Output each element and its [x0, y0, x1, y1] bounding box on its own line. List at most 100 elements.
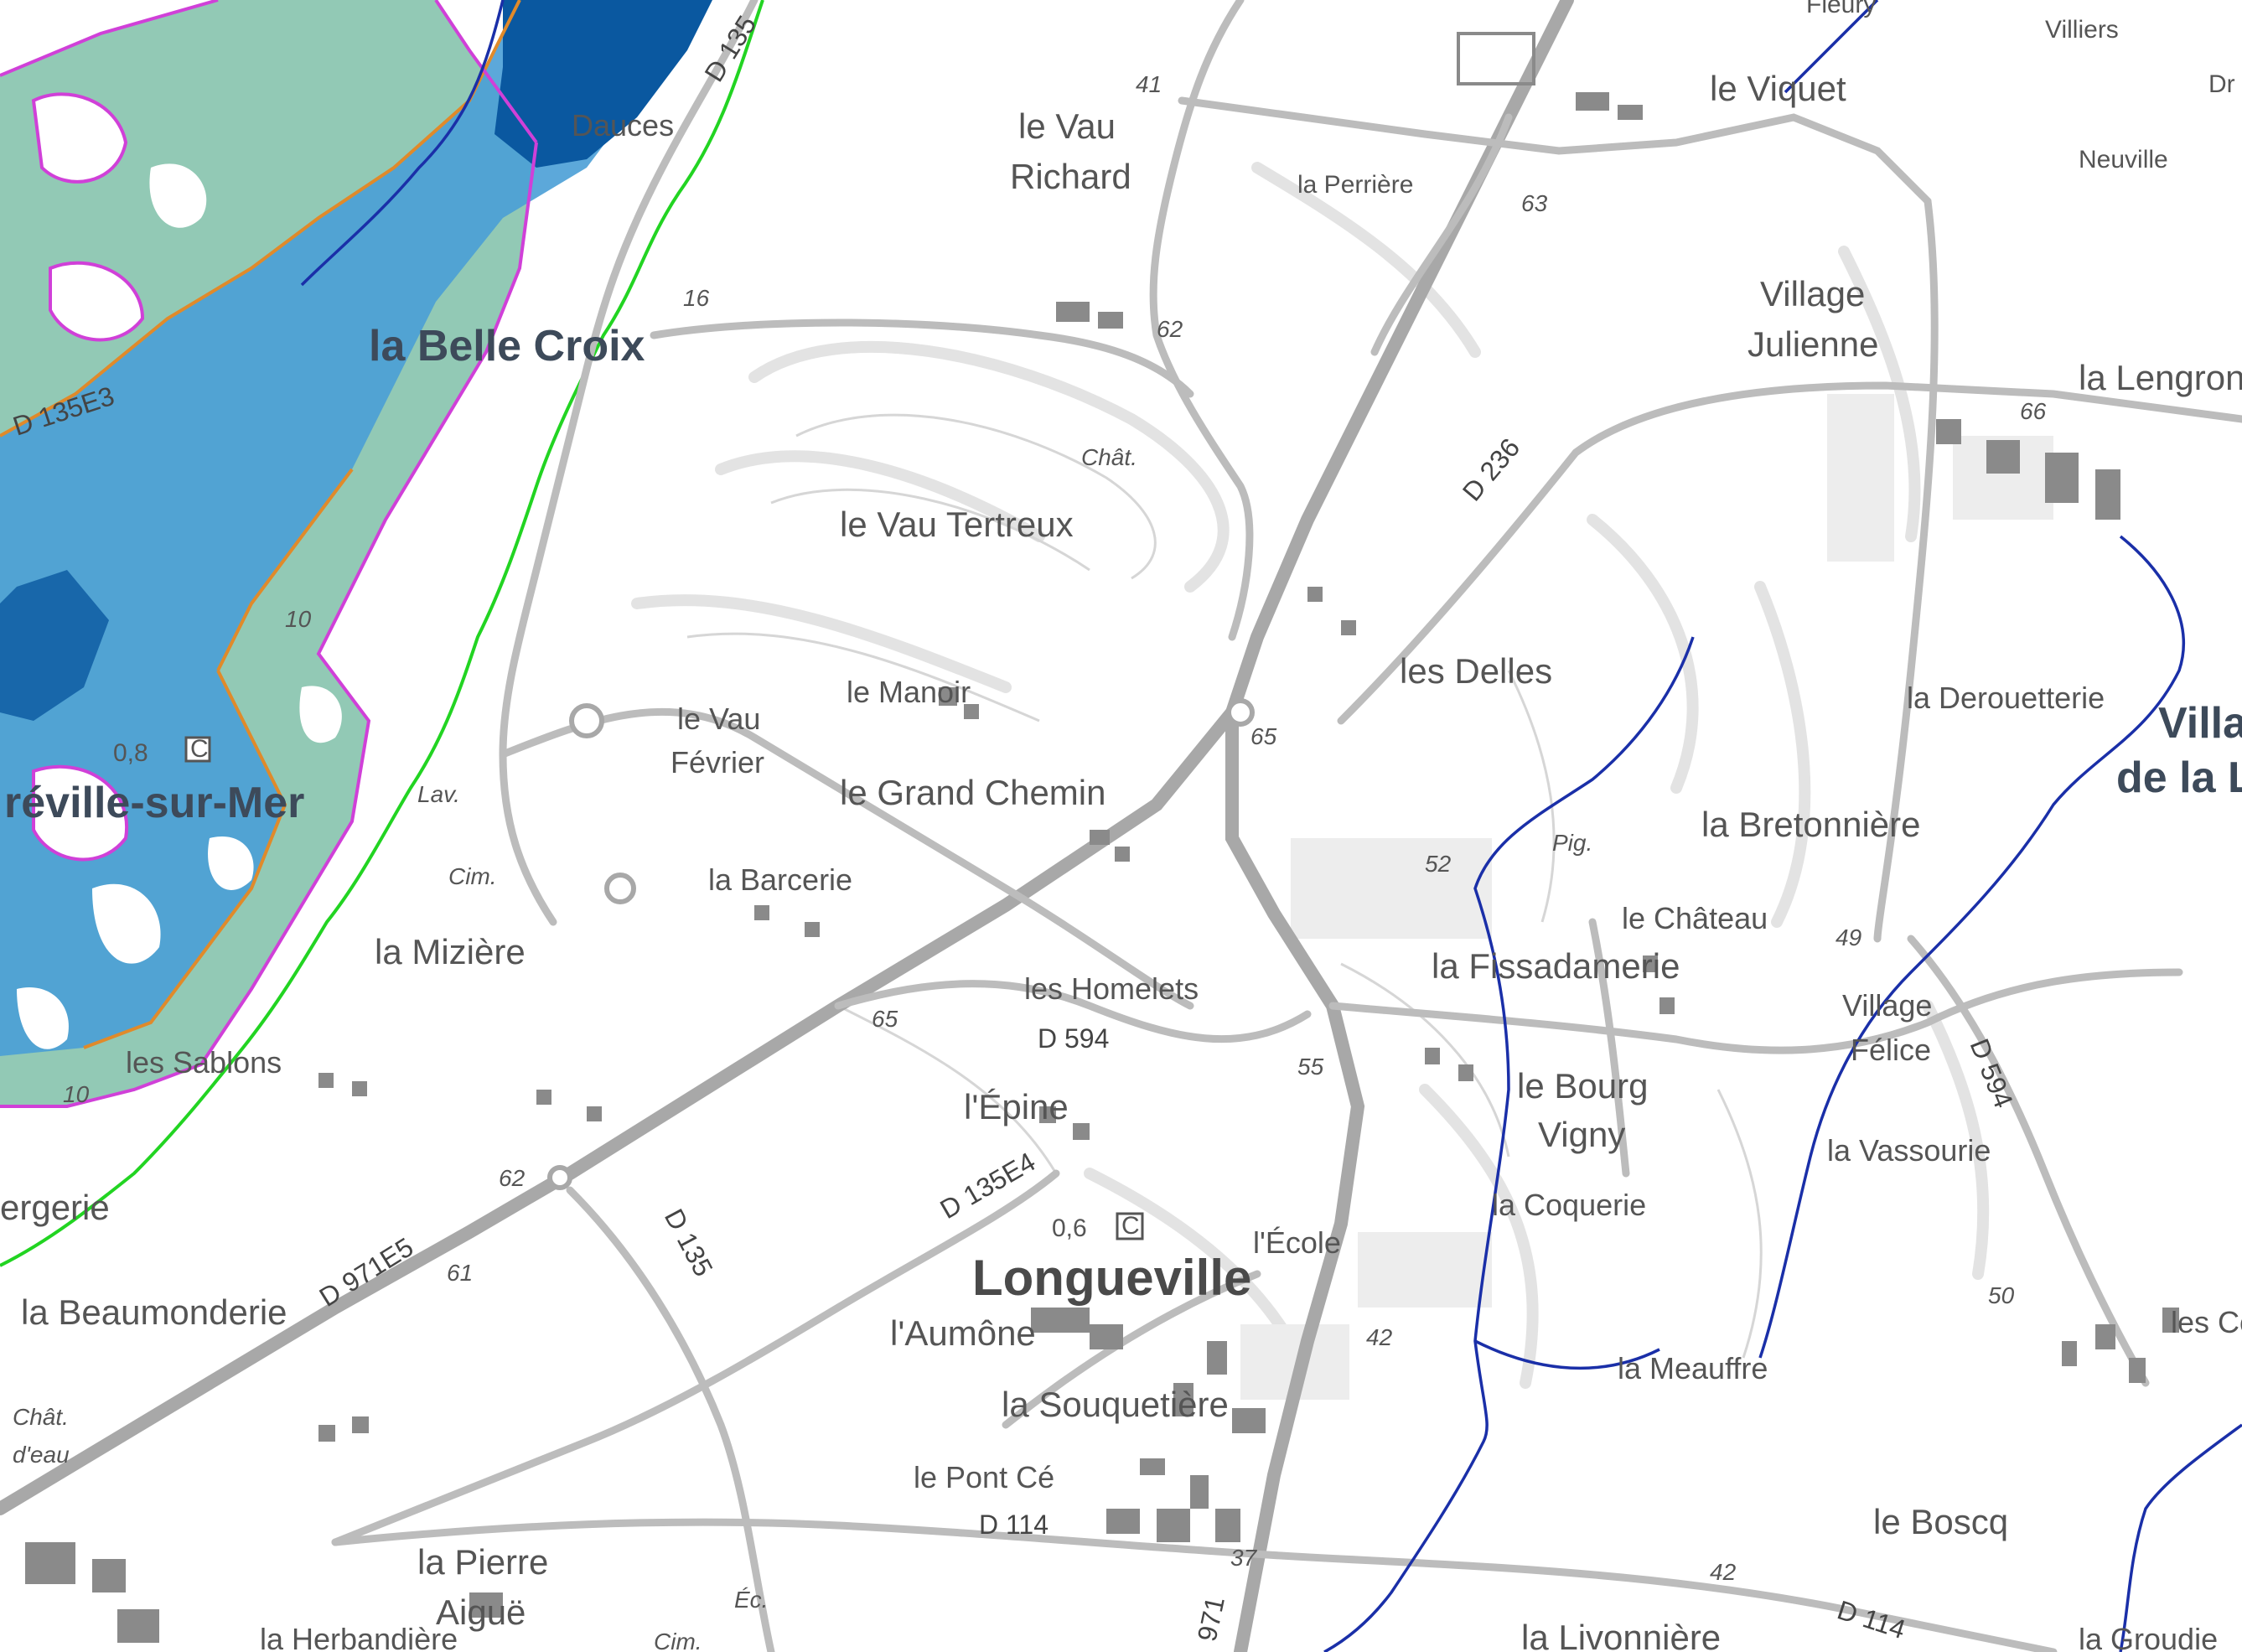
altitude-52: 52 [1425, 851, 1452, 877]
label-la-groudie: la Groudie [2079, 1622, 2218, 1652]
altitude-66: 66 [2020, 398, 2047, 424]
river-southeast [2119, 1423, 2242, 1652]
terrain-layer [631, 162, 1990, 1389]
flood-zone-mid [0, 0, 637, 1056]
label-village-de-la-2: de la La [2116, 753, 2242, 802]
label-les-sablons: les Sablons [126, 1045, 282, 1080]
altitude-42a: 42 [1366, 1324, 1393, 1350]
flood-zone [0, 0, 712, 1108]
buildings [25, 32, 2179, 1643]
label-village-de-la-1: Villa [2158, 699, 2242, 748]
label-pig: Pig. [1552, 830, 1592, 856]
altitude-16: 16 [683, 285, 710, 311]
label-la-barcerie: la Barcerie [708, 862, 852, 897]
label-la-bretonniere: la Bretonnière [1701, 805, 1921, 844]
c-box-2-label: C [1121, 1212, 1140, 1240]
label-l-aumone: l'Aumône [890, 1313, 1036, 1353]
label-fleury: Fleury [1806, 0, 1876, 18]
label-le-bourg-vigny-2: Vigny [1538, 1115, 1625, 1154]
label-la-souquetiere: la Souquetière [1002, 1385, 1229, 1424]
altitude-41: 41 [1136, 71, 1162, 97]
label-le-viquet: le Viquet [1710, 69, 1846, 108]
road-d971e5 [0, 706, 1239, 1515]
label-le-vau-richard-1: le Vau [1018, 106, 1116, 146]
label-dr: Dr [2208, 70, 2235, 98]
road-label-d135-b: D 135 [659, 1204, 719, 1281]
label-la-vassourie: la Vassourie [1827, 1133, 1991, 1168]
flood-zone-holes [17, 94, 342, 1049]
label-longueville: Longueville [972, 1250, 1251, 1306]
label-village-julienne-2: Julienne [1748, 324, 1878, 364]
label-le-vau-fevrier-1: le Vau [677, 702, 760, 736]
road-label-d594-1: D 594 [1038, 1023, 1109, 1054]
label-bergerie: ergerie [0, 1188, 110, 1227]
label-lav: Lav. [417, 781, 460, 807]
altitude-0-6: 0,6 [1052, 1214, 1087, 1242]
label-les-homelets: les Homelets [1024, 971, 1199, 1006]
road-label-d114-2: D 114 [1834, 1594, 1909, 1644]
road-label-d135: D 135 [698, 10, 762, 86]
boundary-line [0, 0, 764, 1267]
river-center-branch [1474, 1339, 1660, 1370]
road-label-d971: 971 [1192, 1594, 1230, 1644]
motorway [1225, 0, 1574, 1652]
label-neuville: Neuville [2079, 146, 2168, 173]
altitude-50: 50 [1988, 1282, 2015, 1308]
label-la-fissadamerie: la Fissadamerie [1432, 946, 1680, 986]
label-la-herbandiere: la Herbandière [260, 1622, 458, 1652]
river-east [1758, 535, 2185, 1359]
river-west [300, 0, 505, 287]
flood-outline-magenta [0, 0, 538, 1108]
altitude-65a: 65 [1250, 723, 1277, 749]
river-center [1323, 636, 1695, 1652]
road-junctions [547, 698, 1255, 1190]
label-chat-2: Chât. [13, 1404, 69, 1430]
altitude-labels: 41 63 16 62 66 10 0,8 65 52 49 65 55 62 … [63, 71, 2047, 1585]
altitude-42b: 42 [1710, 1559, 1737, 1585]
label-village-felice-1: Village [1842, 988, 1932, 1023]
rivers [300, 0, 2242, 1652]
altitude-55: 55 [1297, 1054, 1324, 1080]
label-le-pont-ce: le Pont Cé [914, 1460, 1054, 1494]
label-les-co: les Co [2171, 1305, 2242, 1339]
altitude-65b: 65 [872, 1006, 898, 1032]
label-le-manoir: le Manoir [847, 675, 971, 709]
altitude-10b: 10 [63, 1081, 90, 1107]
river-northeast [1784, 0, 1879, 94]
field-parcels [1240, 394, 2053, 1400]
altitude-10: 10 [285, 606, 312, 632]
c-box-1-label: C [190, 735, 209, 763]
label-l-ecole: l'École [1253, 1225, 1341, 1260]
label-le-vau-tertreux: le Vau Tertreux [840, 505, 1074, 544]
label-ec: Éc. [734, 1587, 768, 1613]
label-le-vau-fevrier-2: Février [671, 745, 764, 779]
contour-lines [686, 413, 1763, 1359]
roads-major [0, 0, 1574, 1652]
altitude-62a: 62 [1157, 316, 1183, 342]
c-box-1 [184, 736, 211, 763]
label-d-eau: d'eau [13, 1442, 70, 1468]
label-la-perriere: la Perrière [1297, 171, 1413, 199]
altitude-49: 49 [1836, 924, 1861, 950]
flood-zone-dark-2 [0, 570, 109, 721]
flood-zone-dark [494, 0, 712, 168]
road-label-d594-2: D 594 [1965, 1034, 2019, 1112]
label-le-grand-chemin: le Grand Chemin [840, 773, 1105, 812]
altitude-62b: 62 [499, 1165, 526, 1191]
label-la-miziere: la Mizière [375, 932, 526, 971]
label-la-pierre-aigue-1: la Pierre [417, 1542, 548, 1582]
label-reville-sur-mer: réville-sur-Mer [4, 779, 304, 827]
label-la-derouetterie: la Derouetterie [1907, 681, 2105, 715]
flood-outline-orange [0, 0, 521, 1049]
label-l-epine: l'Épine [964, 1087, 1069, 1126]
label-le-chateau: le Château [1622, 901, 1768, 935]
label-les-delles: les Delles [1400, 651, 1552, 691]
symbol-boxes: C C [184, 735, 1144, 1240]
label-la-belle-croix: la Belle Croix [369, 322, 645, 370]
label-village-julienne-1: Village [1760, 274, 1865, 313]
label-le-bourg-vigny-1: le Bourg [1517, 1066, 1648, 1106]
altitude-0-8: 0,8 [113, 739, 148, 767]
